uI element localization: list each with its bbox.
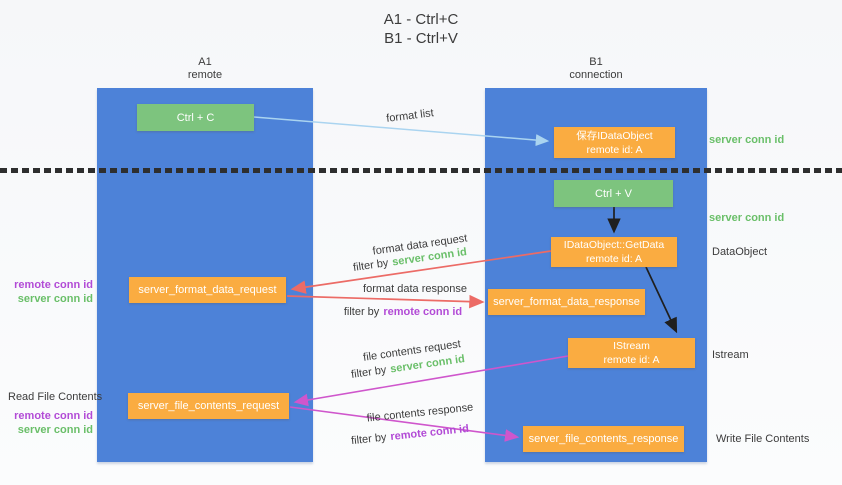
save-idataobject-line1: 保存IDataObject	[576, 129, 653, 142]
lane-header-b1: B1 connection	[485, 56, 707, 82]
arrow-format-data-request	[290, 250, 552, 294]
getdata-line2: remote id: A	[585, 253, 643, 265]
ctrl-c-label: Ctrl + C	[176, 111, 215, 124]
arrow-file-contents-request	[293, 355, 569, 407]
diagram-title: A1 - Ctrl+C B1 - Ctrl+V	[0, 10, 842, 48]
arrow-getdata-to-istream	[645, 266, 678, 334]
session-divider-dotted-line	[0, 168, 842, 173]
write-file-contents-label: Write File Contents	[716, 433, 810, 445]
istream-line1: IStream	[613, 340, 650, 352]
server-format-data-response-label: server_format_data_response	[493, 296, 640, 308]
server-conn-id-label-file: server conn id	[17, 424, 93, 436]
server-conn-id-label-top-right: server conn id	[709, 134, 785, 146]
server-file-contents-request-label: server_file_contents_request	[137, 400, 280, 412]
remote-conn-id-label-file: remote conn id	[14, 410, 93, 422]
read-file-contents-label: Read File Contents	[8, 391, 103, 403]
server-conn-id-label-format: server conn id	[17, 293, 93, 305]
arrow-file-contents-response	[289, 406, 520, 442]
dataobject-label: DataObject	[712, 246, 768, 258]
ctrl-c-box: Ctrl + C	[137, 104, 254, 131]
title-line-paste: B1 - Ctrl+V	[384, 30, 458, 47]
ctrl-v-label: Ctrl + V	[595, 187, 632, 200]
filter-by-text-4: filter by	[350, 431, 388, 448]
istream-side-label: Istream	[712, 349, 749, 361]
lane-b1-subtitle: connection	[569, 69, 623, 81]
server-file-contents-response-box: server_file_contents_response	[523, 426, 684, 452]
server-file-contents-request-box: server_file_contents_request	[128, 393, 289, 419]
server-file-contents-response-label: server_file_contents_response	[528, 433, 679, 445]
lane-a1-subtitle: remote	[187, 69, 223, 81]
remote-conn-id-label-format: remote conn id	[14, 279, 93, 291]
server-conn-id-label-mid-right: server conn id	[709, 212, 785, 224]
save-idataobject-line2: remote id: A	[586, 143, 643, 156]
lane-b1-title: B1	[589, 56, 603, 68]
arrow-format-data-response	[286, 294, 485, 309]
title-line-copy: A1 - Ctrl+C	[383, 11, 459, 28]
left-conn-ids-format: remote conn id server conn id	[8, 278, 93, 306]
arrow-format-list	[253, 116, 550, 147]
lane-header-a1: A1 remote	[97, 56, 313, 82]
format-data-response-annotation: format data response	[363, 283, 467, 295]
filter-remote-conn-id-1: remote conn id	[383, 306, 463, 318]
server-format-data-response-box: server_format_data_response	[488, 289, 645, 315]
server-format-data-request-label: server_format_data_request	[138, 284, 277, 296]
istream-line2: remote id: A	[603, 354, 660, 366]
save-idataobject-box: 保存IDataObject remote id: A	[554, 127, 675, 158]
server-format-data-request-box: server_format_data_request	[129, 277, 286, 303]
filter-by-text-2: filter by	[343, 306, 380, 318]
read-file-contents-block: Read File Contents remote conn id server…	[8, 390, 103, 437]
getdata-line1: IDataObject::GetData	[563, 239, 665, 251]
ctrl-v-box: Ctrl + V	[554, 180, 673, 207]
lane-a1-title: A1	[198, 56, 212, 68]
idataobject-getdata-box: IDataObject::GetData remote id: A	[551, 237, 677, 267]
istream-box: IStream remote id: A	[568, 338, 695, 368]
